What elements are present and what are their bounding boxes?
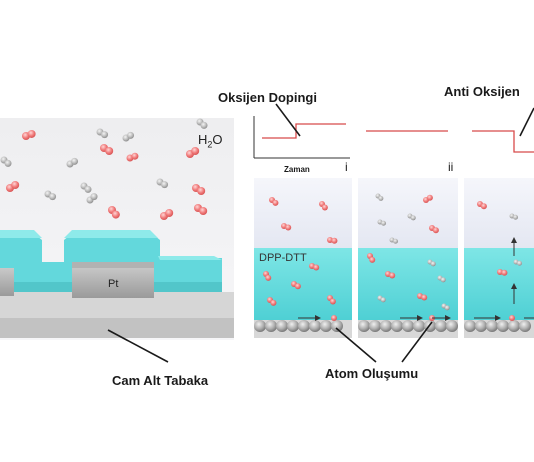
- water-h: H: [198, 132, 208, 147]
- water-o: O: [212, 132, 223, 147]
- water-molecule: [80, 182, 92, 193]
- stage-panel-iii: [464, 178, 534, 338]
- water-molecule: [377, 219, 387, 226]
- oxygen-molecule: [497, 269, 508, 276]
- oxygen-molecule: [186, 147, 200, 158]
- water-subscript: 2: [207, 139, 213, 150]
- oxygen-molecule: [327, 237, 338, 244]
- leader-lines: [107, 103, 534, 363]
- water-molecule: [441, 303, 450, 311]
- oxygen-molecule: [327, 295, 336, 305]
- oxygen-molecule: [267, 297, 277, 306]
- substrate-atoms: [254, 315, 531, 332]
- water-label: H2O: [198, 132, 223, 150]
- oxygen-molecule: [126, 152, 139, 162]
- water-molecule: [66, 157, 79, 168]
- oxygen-molecule: [423, 194, 433, 203]
- oxygen-molecule: [263, 271, 272, 281]
- polymer-label: DPP-DTT: [259, 252, 307, 264]
- pt-electrode-left: [0, 268, 14, 296]
- water-molecule: [389, 237, 399, 244]
- oxygen-molecule: [417, 293, 428, 301]
- water-molecule: [44, 190, 57, 201]
- oxygen-molecules: [0, 118, 523, 311]
- oxygen-molecule: [281, 223, 292, 231]
- oxygen-molecule: [477, 201, 487, 210]
- stage-panel-ii: [358, 178, 458, 338]
- oxygen-molecule: [367, 253, 376, 263]
- oxygen-molecule: [269, 197, 279, 206]
- water-molecule: [86, 193, 98, 204]
- water-molecule: [437, 275, 446, 283]
- pt-electrode-right: [72, 262, 154, 298]
- water-molecule: [196, 118, 208, 129]
- oxygen-molecule: [291, 281, 301, 290]
- oxygen-molecule: [309, 263, 320, 271]
- glass-substrate-label: Cam Alt Tabaka: [112, 373, 209, 388]
- oxygen-molecule: [192, 184, 206, 195]
- oxygen-molecule: [108, 206, 120, 219]
- oxygen-molecule: [100, 144, 114, 155]
- atom-formation-label: Atom Oluşumu: [325, 366, 419, 381]
- device-panel: [0, 118, 234, 340]
- water-molecule: [122, 131, 135, 142]
- oxygen-molecule: [194, 204, 208, 215]
- water-molecule: [156, 178, 169, 189]
- time-axis-label: Zaman: [284, 165, 310, 174]
- signal-plots: [253, 116, 534, 159]
- diffusion-arrows: [298, 237, 534, 321]
- oxygen-molecule: [429, 225, 439, 234]
- water-molecule: [509, 213, 519, 220]
- stage-panel-i: [254, 178, 352, 338]
- water-molecule: [377, 295, 386, 303]
- water-molecule: [513, 259, 523, 266]
- water-molecule: [0, 156, 12, 167]
- water-molecule: [375, 193, 384, 201]
- water-molecule: [427, 259, 436, 267]
- oxygen-molecule: [385, 271, 396, 279]
- oxygen-molecule: [22, 129, 36, 140]
- oxygen-molecule: [319, 201, 328, 211]
- signal-step-up: [262, 123, 346, 139]
- water-molecule: [96, 128, 109, 139]
- oxygen-doping-label: Oksijen Dopingi: [218, 90, 317, 105]
- water-molecule: [407, 213, 416, 221]
- oxygen-molecule: [160, 209, 174, 220]
- electrode-label: Pt: [108, 278, 119, 290]
- panel-i-label: i: [345, 160, 348, 174]
- anti-oxygen-label: Anti Oksijen: [444, 84, 520, 99]
- glass-substrate: [0, 292, 234, 318]
- oxygen-molecule: [6, 181, 20, 192]
- signal-step-down: [472, 130, 534, 153]
- panel-ii-label: ii: [448, 160, 454, 174]
